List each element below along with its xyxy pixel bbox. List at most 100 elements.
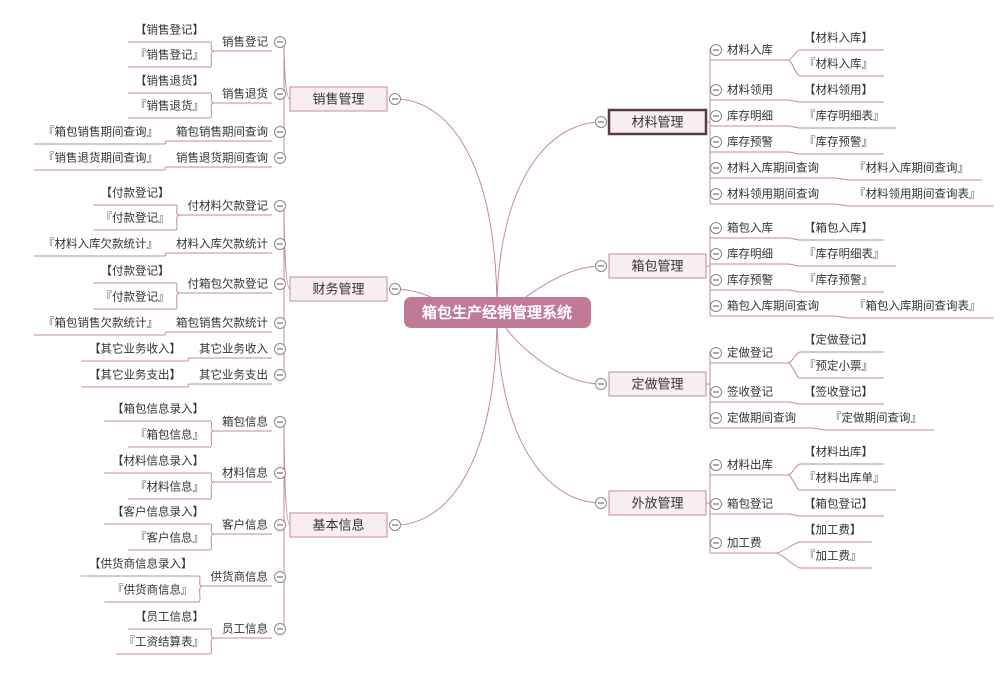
topic-box-right-0[interactable] (607, 108, 708, 136)
collapse-toggle-icon[interactable] (274, 278, 286, 290)
topic-box-2[interactable] (289, 512, 388, 538)
topic-box-right-1[interactable] (608, 253, 707, 279)
collapse-toggle-icon[interactable] (389, 283, 401, 295)
subtopic-label[interactable]: 加工费 (727, 536, 762, 550)
leaf-label[interactable]: 【箱包信息录入】 (112, 402, 204, 416)
collapse-toggle-icon[interactable] (710, 248, 722, 260)
subtopic-label[interactable]: 库存预警 (727, 135, 773, 149)
leaf-label[interactable]: 『材料入库欠款统计』 (43, 237, 158, 251)
subtopic-label[interactable]: 销售退货期间查询 (176, 151, 268, 165)
subtopic-label[interactable]: 定做登记 (727, 346, 773, 360)
main-topic-label[interactable]: 销售管理 (312, 92, 364, 108)
main-topic-label[interactable]: 财务管理 (312, 282, 364, 298)
subtopic-label[interactable]: 箱包登记 (727, 497, 773, 511)
subtopic-label[interactable]: 材料入库 (727, 43, 773, 57)
subtopic-label[interactable]: 库存明细 (727, 247, 773, 261)
collapse-toggle-icon[interactable] (710, 110, 722, 122)
leaf-label[interactable]: 『材料入库期间查询』 (854, 161, 969, 175)
leaf-label[interactable]: 『材料领用期间查询表』 (854, 187, 981, 201)
leaf-label[interactable]: 『销售退货期间查询』 (43, 151, 158, 165)
collapse-toggle-icon[interactable] (710, 537, 722, 549)
leaf-label[interactable]: 『库存预警』 (804, 273, 873, 287)
collapse-toggle-icon[interactable] (595, 497, 607, 509)
collapse-toggle-icon[interactable] (274, 623, 286, 635)
leaf-label[interactable]: 【材料入库】 (804, 31, 873, 45)
subtopic-label[interactable]: 供货商信息 (211, 570, 269, 584)
topic-box-1[interactable] (289, 276, 388, 302)
collapse-toggle-icon[interactable] (710, 44, 722, 56)
subtopic-label[interactable]: 材料领用期间查询 (727, 187, 819, 201)
subtopic-label[interactable]: 库存明细 (727, 109, 773, 123)
leaf-label[interactable]: 『付款登记』 (101, 211, 170, 225)
leaf-label[interactable]: 【箱包登记】 (804, 497, 873, 511)
leaf-label[interactable]: 【付款登记】 (101, 264, 170, 278)
leaf-label[interactable]: 『加工费』 (804, 549, 862, 563)
collapse-toggle-icon[interactable] (710, 162, 722, 174)
topic-box-right-2[interactable] (608, 371, 707, 397)
subtopic-label[interactable]: 付材料欠款登记 (188, 199, 269, 213)
collapse-toggle-icon[interactable] (710, 222, 722, 234)
topic-box-0[interactable] (289, 86, 388, 112)
leaf-label[interactable]: 【箱包入库】 (804, 221, 873, 235)
leaf-label[interactable]: 『库存明细表』 (804, 247, 885, 261)
leaf-label[interactable]: 【员工信息】 (135, 610, 204, 624)
subtopic-label[interactable]: 销售登记 (222, 35, 268, 49)
leaf-label[interactable]: 【加工费】 (804, 523, 862, 537)
collapse-toggle-icon[interactable] (274, 317, 286, 329)
subtopic-label[interactable]: 库存预警 (727, 273, 773, 287)
collapse-toggle-icon[interactable] (595, 378, 607, 390)
subtopic-label[interactable]: 材料信息 (222, 466, 268, 480)
collapse-toggle-icon[interactable] (274, 519, 286, 531)
collapse-toggle-icon[interactable] (710, 459, 722, 471)
subtopic-label[interactable]: 付箱包欠款登记 (188, 277, 269, 291)
collapse-toggle-icon[interactable] (710, 274, 722, 286)
subtopic-label[interactable]: 其它业务收入 (199, 342, 268, 356)
leaf-label[interactable]: 『客户信息』 (135, 531, 204, 545)
leaf-label[interactable]: 【材料领用】 (804, 83, 873, 97)
collapse-toggle-icon[interactable] (274, 126, 286, 138)
leaf-label[interactable]: 『箱包销售期间查询』 (43, 125, 158, 139)
collapse-toggle-icon[interactable] (710, 84, 722, 96)
leaf-label[interactable]: 【销售退货】 (135, 74, 204, 88)
collapse-toggle-icon[interactable] (710, 412, 722, 424)
collapse-toggle-icon[interactable] (274, 152, 286, 164)
collapse-toggle-icon[interactable] (710, 188, 722, 200)
subtopic-label[interactable]: 材料出库 (727, 458, 773, 472)
leaf-label[interactable]: 『材料信息』 (135, 480, 204, 494)
leaf-label[interactable]: 【签收登记】 (804, 385, 873, 399)
leaf-label[interactable]: 『箱包信息』 (135, 428, 204, 442)
leaf-label[interactable]: 『预定小票』 (804, 359, 873, 373)
leaf-label[interactable]: 『材料出库单』 (804, 471, 885, 485)
main-topic-label[interactable]: 材料管理 (631, 116, 683, 131)
subtopic-label[interactable]: 材料入库期间查询 (727, 161, 819, 175)
subtopic-label[interactable]: 箱包销售欠款统计 (176, 316, 268, 330)
subtopic-label[interactable]: 客户信息 (222, 518, 268, 532)
subtopic-label[interactable]: 其它业务支出 (199, 368, 268, 382)
leaf-label[interactable]: 【付款登记】 (101, 186, 170, 200)
subtopic-label[interactable]: 箱包销售期间查询 (176, 125, 268, 139)
collapse-toggle-icon[interactable] (710, 347, 722, 359)
leaf-label[interactable]: 『箱包入库期间查询表』 (854, 299, 981, 313)
collapse-toggle-icon[interactable] (274, 416, 286, 428)
leaf-label[interactable]: 『库存预警』 (804, 135, 873, 149)
topic-box-right-3[interactable] (608, 490, 707, 516)
subtopic-label[interactable]: 销售退货 (222, 87, 268, 101)
leaf-label[interactable]: 『箱包销售欠款统计』 (43, 316, 158, 330)
leaf-label[interactable]: 【材料出库】 (804, 445, 873, 459)
leaf-label[interactable]: 『库存明细表』 (804, 109, 885, 123)
collapse-toggle-icon[interactable] (274, 571, 286, 583)
leaf-label[interactable]: 【材料信息录入】 (112, 454, 204, 468)
leaf-label[interactable]: 『销售退货』 (135, 99, 204, 113)
collapse-toggle-icon[interactable] (595, 116, 607, 128)
collapse-toggle-icon[interactable] (710, 300, 722, 312)
main-topic-label[interactable]: 基本信息 (312, 518, 364, 534)
collapse-toggle-icon[interactable] (274, 88, 286, 100)
main-topic-label[interactable]: 定做管理 (631, 378, 683, 393)
subtopic-label[interactable]: 定做期间查询 (727, 411, 796, 425)
main-topic-label[interactable]: 箱包管理 (631, 259, 683, 275)
leaf-label[interactable]: 『定做期间查询』 (830, 411, 922, 425)
subtopic-label[interactable]: 箱包入库 (727, 221, 773, 235)
leaf-label[interactable]: 『付款登记』 (101, 290, 170, 304)
collapse-toggle-icon[interactable] (710, 136, 722, 148)
subtopic-label[interactable]: 签收登记 (727, 385, 773, 399)
